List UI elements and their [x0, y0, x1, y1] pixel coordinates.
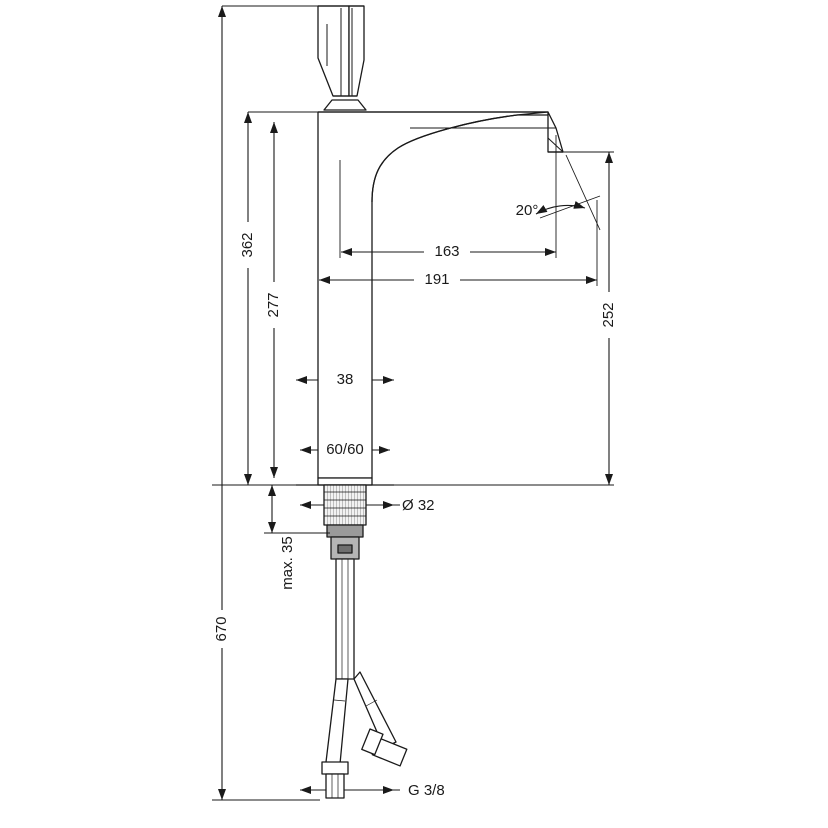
- lever-handle: [317, 5, 365, 97]
- faucet-body-geometry: [296, 5, 564, 799]
- dim-label-191: 191: [424, 271, 449, 288]
- dim-label-g-3-8: G 3/8: [408, 782, 445, 799]
- dimension-labels: 670 362 277 252 163 191 38 60/60 Ø 32 ma…: [213, 202, 617, 799]
- dim-label-670: 670: [213, 616, 230, 641]
- dimension-lines: [218, 6, 613, 800]
- dim-label-60-60: 60/60: [326, 441, 364, 458]
- dim-label-163: 163: [434, 243, 459, 260]
- dim-label-20-degrees: 20°: [516, 202, 539, 219]
- threaded-shank: [323, 484, 367, 560]
- connection-fittings: [321, 728, 408, 799]
- base-deck-plate: [296, 477, 394, 486]
- dim-label-38: 38: [337, 371, 354, 388]
- handle-base-cone: [323, 99, 367, 111]
- dim-label-diameter-32: Ø 32: [402, 497, 435, 514]
- dim-label-362: 362: [239, 232, 256, 257]
- dim-label-277: 277: [265, 292, 282, 317]
- supply-hoses: [325, 558, 397, 765]
- dim-label-max-35: max. 35: [279, 536, 296, 589]
- dim-label-252: 252: [600, 302, 617, 327]
- faucet-column-and-spout: [317, 111, 564, 479]
